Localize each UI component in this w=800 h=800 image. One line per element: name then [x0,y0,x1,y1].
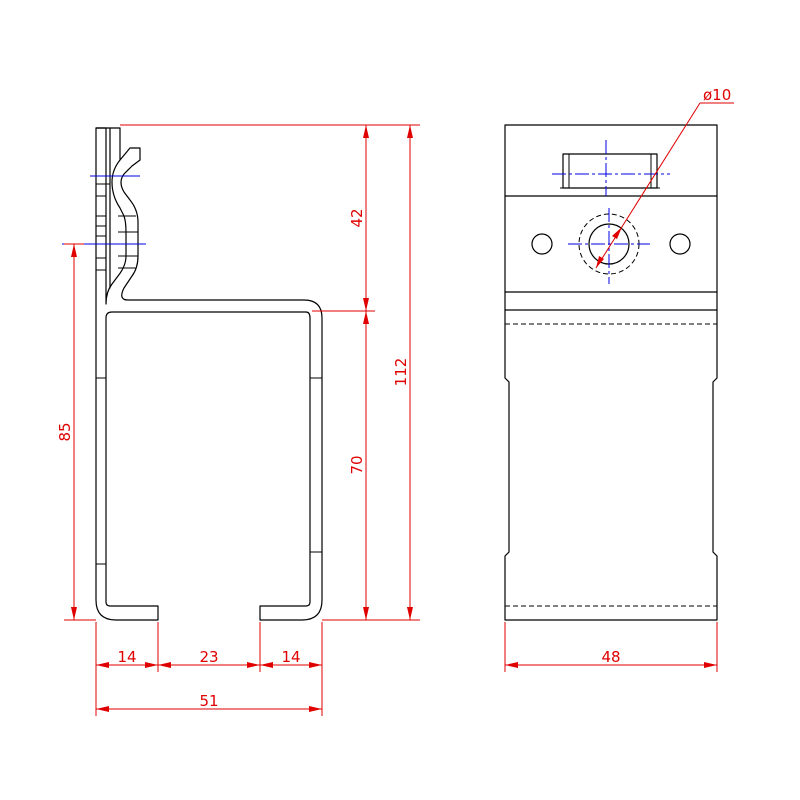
arrow [363,311,369,324]
arrow [407,125,413,138]
dim-label-42: 42 [348,208,366,227]
arrow [363,607,369,620]
diameter-leader [595,102,701,269]
arrow [505,662,518,668]
dim-label-14-left: 14 [117,648,136,666]
arrow [363,298,369,311]
top-tab [562,153,658,189]
arrow [260,662,273,668]
dim-label-diameter: ø10 [703,86,731,104]
bracket-outer-profile [95,127,323,621]
arrow [96,706,109,712]
dim-label-14-right: 14 [281,648,300,666]
side-hole-right [669,233,691,255]
arrow [96,662,109,668]
dim-label-70: 70 [348,455,366,474]
arrow [145,662,158,668]
front-view-dimensions: ø10 48 [504,86,734,672]
arrow [407,607,413,620]
arrow [71,607,77,620]
arrow [704,662,717,668]
front-view [504,124,718,621]
arrow [596,256,604,268]
side-view [62,127,323,621]
dim-label-23: 23 [199,648,218,666]
dim-label-85: 85 [56,422,74,441]
arrow [158,662,171,668]
side-view-dimensions: 42 70 112 85 14 23 14 [56,124,420,716]
arrow [363,125,369,138]
arrow [71,244,77,257]
side-hole-left [531,233,553,255]
arrow [247,662,260,668]
dim-label-51: 51 [199,692,218,710]
front-outer-profile [504,124,718,621]
arrow [309,662,322,668]
dim-label-112: 112 [392,358,410,387]
dim-label-48: 48 [601,648,620,666]
arrow [612,227,622,239]
arrow [309,706,322,712]
